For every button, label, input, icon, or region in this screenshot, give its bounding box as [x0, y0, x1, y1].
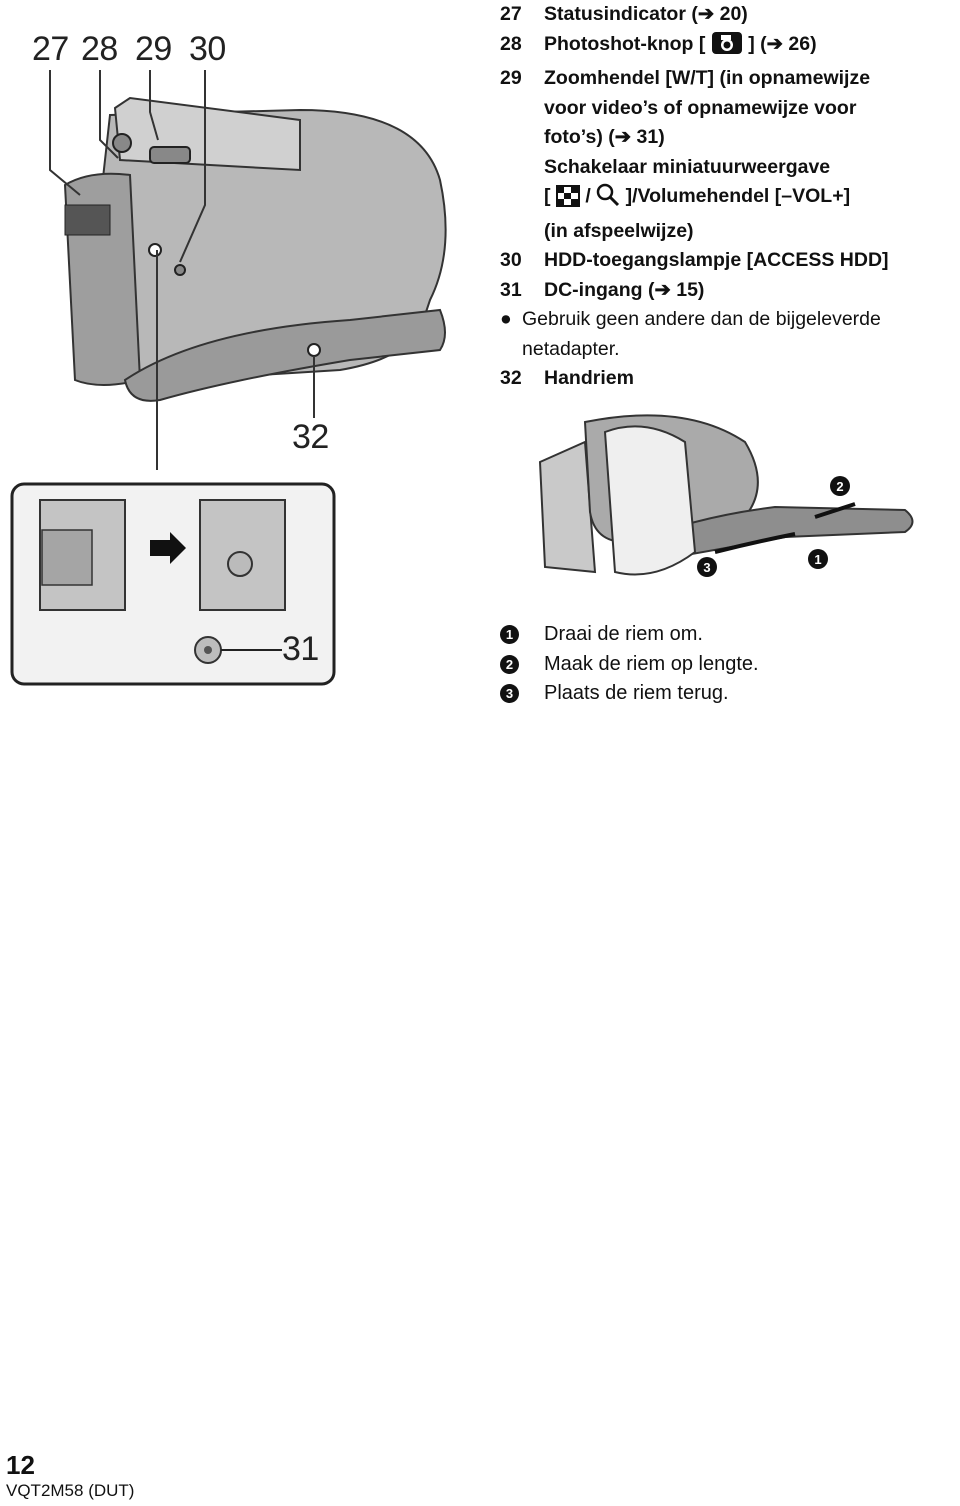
note-item: ● Gebruik geen andere dan de bijgeleverd… — [500, 305, 960, 335]
slash-text: / — [585, 185, 591, 207]
strap-steps: 1 Draai de riem om. 2 Maak de riem op le… — [500, 620, 759, 709]
step-number-icon: 2 — [500, 654, 519, 674]
page-number: 12 — [6, 1450, 35, 1480]
volume-text: ]/Volumehendel [–VOL+] — [625, 185, 851, 207]
note-text: Gebruik geen andere dan de bijgeleverde — [522, 308, 881, 330]
item-number: 28 — [500, 32, 522, 55]
item-text: Photoshot-knop [ — [544, 32, 706, 55]
step-number-icon: 1 — [500, 625, 519, 645]
svg-text:2: 2 — [836, 479, 843, 494]
callout-29: 29 — [135, 30, 172, 68]
step-item: 2 Maak de riem op lengte. — [500, 650, 759, 680]
item-text: ] (➔ 26) — [748, 32, 817, 55]
list-item-28: 28 Photoshot-knop [ ] (➔ 26) — [500, 30, 960, 65]
item-text: Handriem — [544, 367, 634, 389]
camera-icon — [711, 31, 743, 65]
step-item: 1 Draai de riem om. — [500, 620, 759, 650]
camcorder-illustration — [49, 70, 447, 470]
item-number: 30 — [500, 249, 522, 271]
list-item-27: 27 Statusindicator (➔ 20) — [500, 0, 960, 30]
bracket-text: [ — [544, 185, 551, 207]
item-number: 32 — [500, 367, 522, 389]
svg-text:1: 1 — [814, 552, 821, 567]
list-item-31: 31 DC-ingang (➔ 15) — [500, 276, 960, 306]
item-text: foto’s) (➔ 31) — [544, 126, 665, 148]
bullet-icon: ● — [500, 308, 512, 330]
parts-list: 27 Statusindicator (➔ 20) 28 Photoshot-k… — [500, 0, 960, 394]
item-text: HDD-toegangslampje [ACCESS HDD] — [544, 249, 889, 271]
step-text: Draai de riem om. — [544, 623, 703, 645]
callout-28: 28 — [81, 30, 118, 68]
step-text: Plaats de riem terug. — [544, 682, 729, 704]
strap-adjust-illustration: 1 2 3 — [538, 414, 914, 577]
note-text: netadapter. — [522, 337, 620, 360]
callout-27: 27 — [32, 30, 69, 68]
item-text-with-icons: [ / ]/Volumehendel [–VOL+] — [500, 182, 960, 217]
list-item-29: 29 Zoomhendel [W/T] (in opnamewijze — [500, 64, 960, 94]
item-number: 31 — [500, 278, 522, 301]
item-text: Zoomhendel [W/T] (in opnamewijze — [544, 67, 871, 89]
callout-30: 30 — [189, 30, 226, 68]
callout-31: 31 — [282, 630, 319, 668]
item-number: 27 — [500, 3, 522, 25]
callout-32: 32 — [292, 418, 329, 456]
step-number-icon: 3 — [500, 684, 519, 704]
dc-input-panel — [10, 482, 336, 686]
item-number: 29 — [500, 67, 522, 89]
svg-text:3: 3 — [703, 560, 710, 575]
item-text: Schakelaar miniatuurweergave — [544, 155, 831, 178]
thumbnail-grid-icon — [555, 185, 580, 217]
step-text: Maak de riem op lengte. — [544, 652, 759, 675]
magnifier-icon — [596, 183, 620, 217]
item-text: Statusindicator (➔ 20) — [544, 3, 748, 25]
step-item: 3 Plaats de riem terug. — [500, 679, 759, 709]
document-code: VQT2M58 (DUT) — [6, 1481, 135, 1500]
item-text: (in afspeelwijze) — [544, 219, 694, 242]
item-text: DC-ingang (➔ 15) — [544, 278, 705, 301]
list-item-32: 32 Handriem — [500, 364, 960, 394]
item-text: voor video’s of opnamewijze voor — [544, 96, 857, 119]
list-item-30: 30 HDD-toegangslampje [ACCESS HDD] — [500, 246, 960, 276]
